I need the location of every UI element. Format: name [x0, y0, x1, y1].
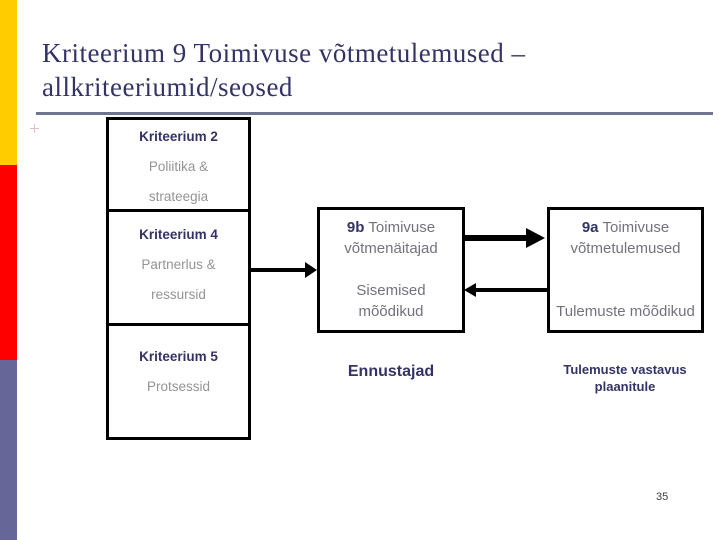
connector-9b-to-9a	[464, 235, 527, 241]
title-divider	[36, 112, 713, 115]
slide-title: Kriteerium 9 Toimivuse võtmetulemused – …	[42, 36, 710, 104]
edge-bar-red	[0, 165, 17, 360]
slide-title-line1: Kriteerium 9 Toimivuse võtmetulemused –	[42, 38, 526, 68]
arrowhead-right-icon	[526, 228, 545, 248]
edge-bar-slate	[0, 360, 17, 540]
box-9a-code: 9a	[581, 219, 599, 236]
box-9b-code: 9b	[346, 219, 365, 236]
box-9a-title: Toimivuse võtmetulemused	[570, 219, 681, 257]
box-heading: Kriteerium 2	[139, 129, 218, 144]
box-kriteerium-2: Kriteerium 2 Poliitika & strateegia	[106, 117, 251, 212]
box-kriteerium-5: Kriteerium 5 Protsessid	[106, 323, 251, 440]
box-heading: Kriteerium 4	[139, 227, 218, 242]
caption-ennustajad: Ennustajad	[347, 363, 435, 380]
slide-title-line2: allkriteeriumid/seosed	[42, 72, 293, 102]
box-9b-title: Toimivuse võtmenäitajad	[344, 219, 438, 257]
edge-bar-yellow	[0, 0, 17, 165]
box-subline: Partnerlus &	[141, 257, 216, 272]
box-subline: Protsessid	[146, 379, 211, 394]
arrowhead-right-icon	[305, 262, 317, 278]
box-subline: ressursid	[151, 287, 206, 302]
box-heading: Kriteerium 5	[139, 349, 218, 364]
page-number: 35	[656, 491, 669, 503]
connector-left-to-9b	[249, 268, 307, 272]
placeholder-cross-icon	[30, 124, 39, 133]
box-subline: Poliitika &	[148, 159, 209, 174]
arrowhead-left-icon	[464, 283, 476, 297]
box-kriteerium-4: Kriteerium 4 Partnerlus & ressursid	[106, 209, 251, 326]
box-subline: strateegia	[148, 189, 209, 204]
connector-9a-to-9b	[476, 288, 549, 292]
box-9b-sublabel: Sisemised mõõdikud	[356, 282, 426, 320]
caption-tulemuste-vastavus: Tulemuste vastavus plaanitule	[563, 362, 687, 394]
box-9a-sublabel: Tulemuste mõõdikud	[556, 303, 695, 320]
